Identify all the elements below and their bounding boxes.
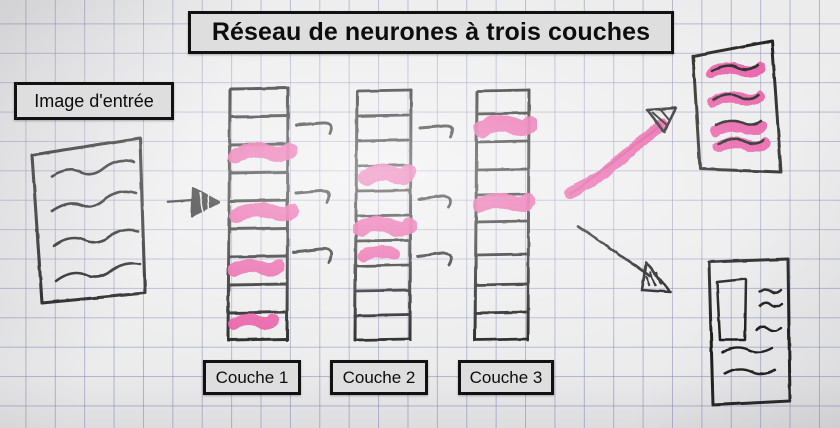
arrow-l2-l3-c <box>416 251 453 267</box>
input-image-label: Image d'entrée <box>14 82 174 120</box>
layer-label-2-text: Couche 2 <box>342 368 416 387</box>
layer-label-couche-2: Couche 2 <box>330 360 428 395</box>
layer-2-highlight-row-6 <box>352 216 418 237</box>
output-arrow-up-highlight <box>564 118 668 199</box>
arrows-layer1-to-layer2 <box>292 121 333 264</box>
output-document-1-outline <box>691 39 783 174</box>
output-document-highlighted <box>691 39 783 174</box>
input-document-outline <box>30 136 147 305</box>
arrow-l1-l2-b <box>294 189 331 204</box>
page-title: Réseau de neurones à trois couches <box>188 11 674 54</box>
layer-2-row-dividers <box>353 88 413 342</box>
layer-2-highlight-row-4 <box>358 164 416 186</box>
output-document-2-text-lines <box>720 288 784 376</box>
output-document-2-image-block <box>715 277 748 342</box>
output-arrow-down <box>576 224 672 294</box>
output-arrow-down-shaft <box>576 224 652 278</box>
input-document-text-lines <box>50 159 142 283</box>
output-arrow-up <box>564 106 678 199</box>
layer-2-highlight-row-7 <box>358 245 400 262</box>
input-arrow <box>166 186 221 218</box>
output-document-1-highlights <box>705 62 771 153</box>
layer-1-highlight-row-8 <box>227 258 285 277</box>
arrow-l1-l2-c <box>292 247 333 264</box>
input-image-label-text: Image d'entrée <box>34 91 154 111</box>
layer-3-highlight-row-2 <box>473 114 539 138</box>
layer-label-3-text: Couche 3 <box>469 368 543 387</box>
output-document-plain <box>707 257 792 407</box>
layer-label-couche-3: Couche 3 <box>458 360 554 395</box>
page-title-text: Réseau de neurones à trois couches <box>211 18 651 46</box>
arrows-layer2-to-layer3 <box>416 124 455 267</box>
layer-label-1-text: Couche 1 <box>215 368 289 387</box>
layer-1-highlights <box>227 142 299 330</box>
layer-1-highlight-row-3 <box>228 142 298 164</box>
arrow-l2-l3-b <box>417 194 452 209</box>
layer-1-highlight-row-9 <box>228 313 279 330</box>
input-arrow-head <box>190 186 221 218</box>
layer-3-highlight-row-5 <box>472 192 536 213</box>
layer-2-grid <box>353 88 413 342</box>
layer-label-couche-1: Couche 1 <box>203 360 301 395</box>
input-document <box>30 136 147 305</box>
layer-1-highlight-row-6 <box>229 202 299 223</box>
arrow-l2-l3-a <box>418 124 455 139</box>
arrow-l1-l2-a <box>294 121 333 135</box>
